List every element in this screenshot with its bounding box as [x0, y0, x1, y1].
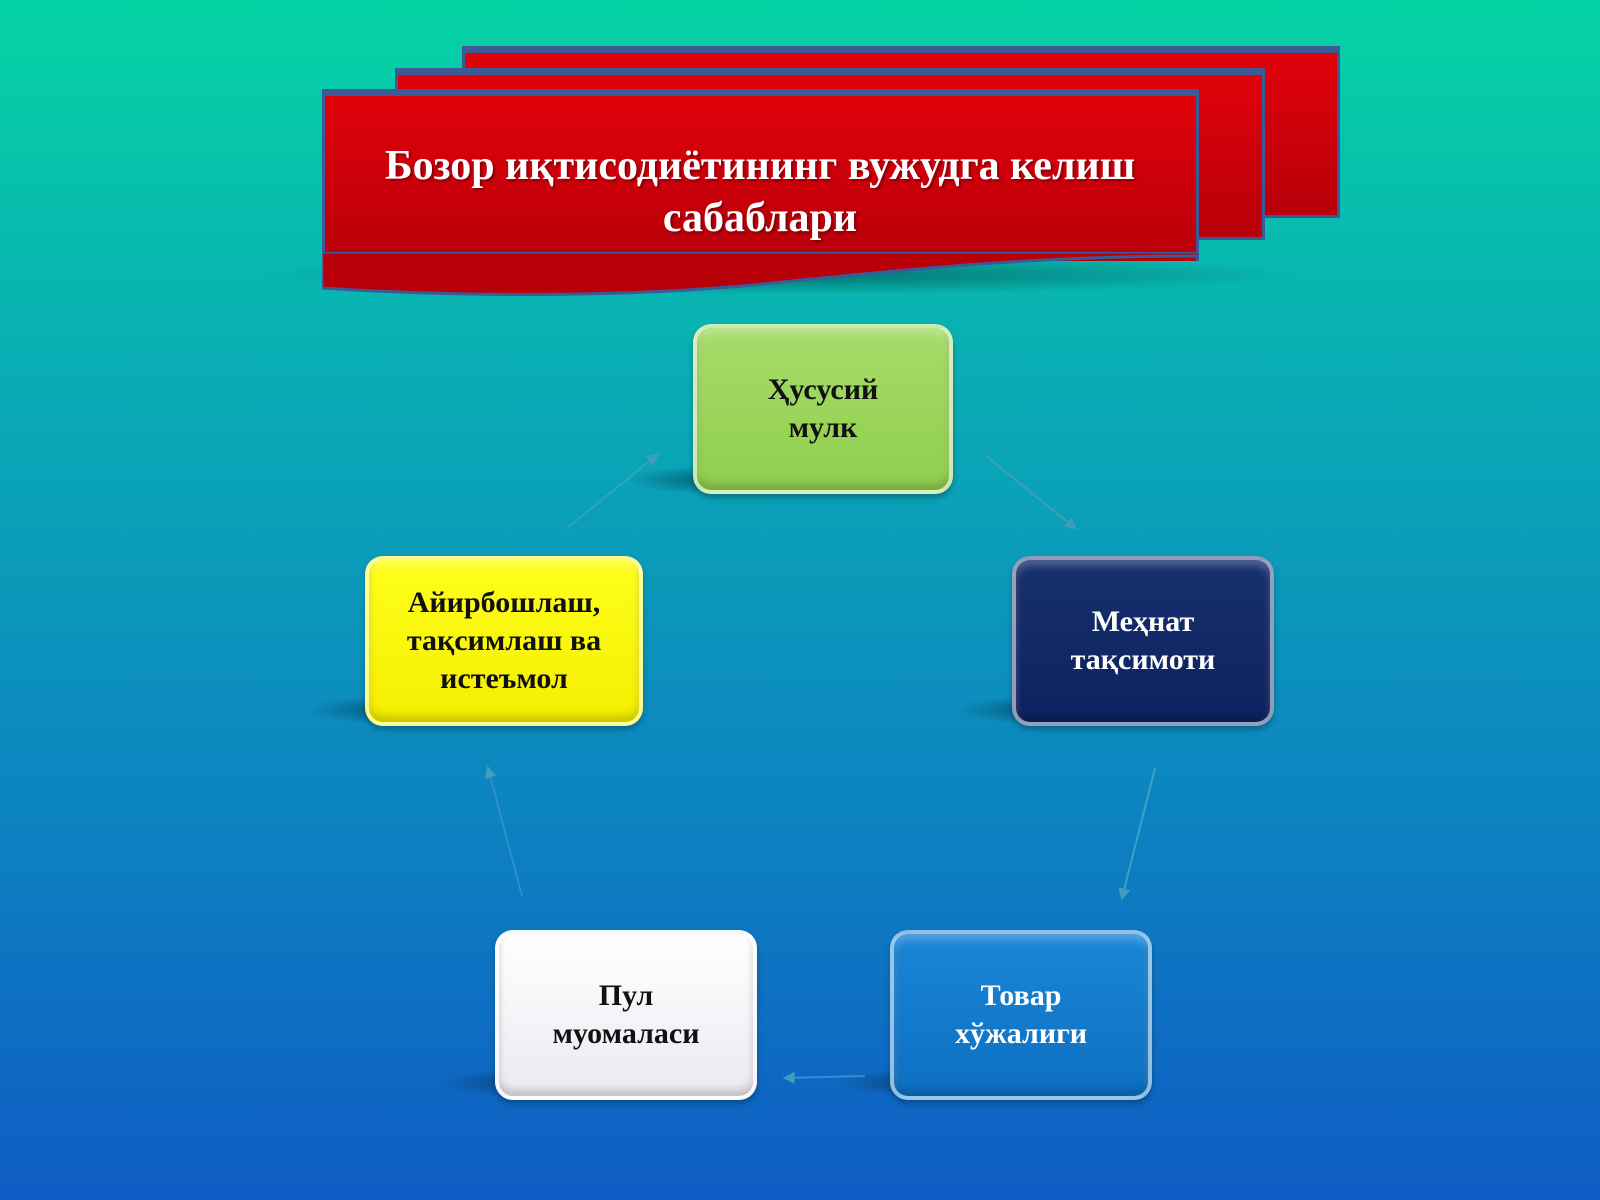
- node-commodity-economy: Товар хўжалиги: [890, 930, 1152, 1100]
- arrow-top-to-right: [984, 454, 1077, 530]
- arrow-bottom-left-to-left: [484, 765, 523, 897]
- title-banner: [322, 89, 1199, 261]
- node-exchange-distribution-consumption: Айирбошлаш, тақсимлаш ва истеъмол: [365, 556, 643, 726]
- title-banner-wave-edge: [322, 252, 1199, 296]
- node-private-property: Ҳусусий мулк: [693, 324, 953, 494]
- node-money-circulation: Пул муомаласи: [495, 930, 757, 1100]
- arrow-right-to-bottom-right: [1118, 767, 1156, 901]
- diagram-title: Бозор иқтисодиётининг вужудга келиш саба…: [384, 143, 1136, 241]
- node-division-of-labor: Меҳнат тақсимоти: [1012, 556, 1274, 726]
